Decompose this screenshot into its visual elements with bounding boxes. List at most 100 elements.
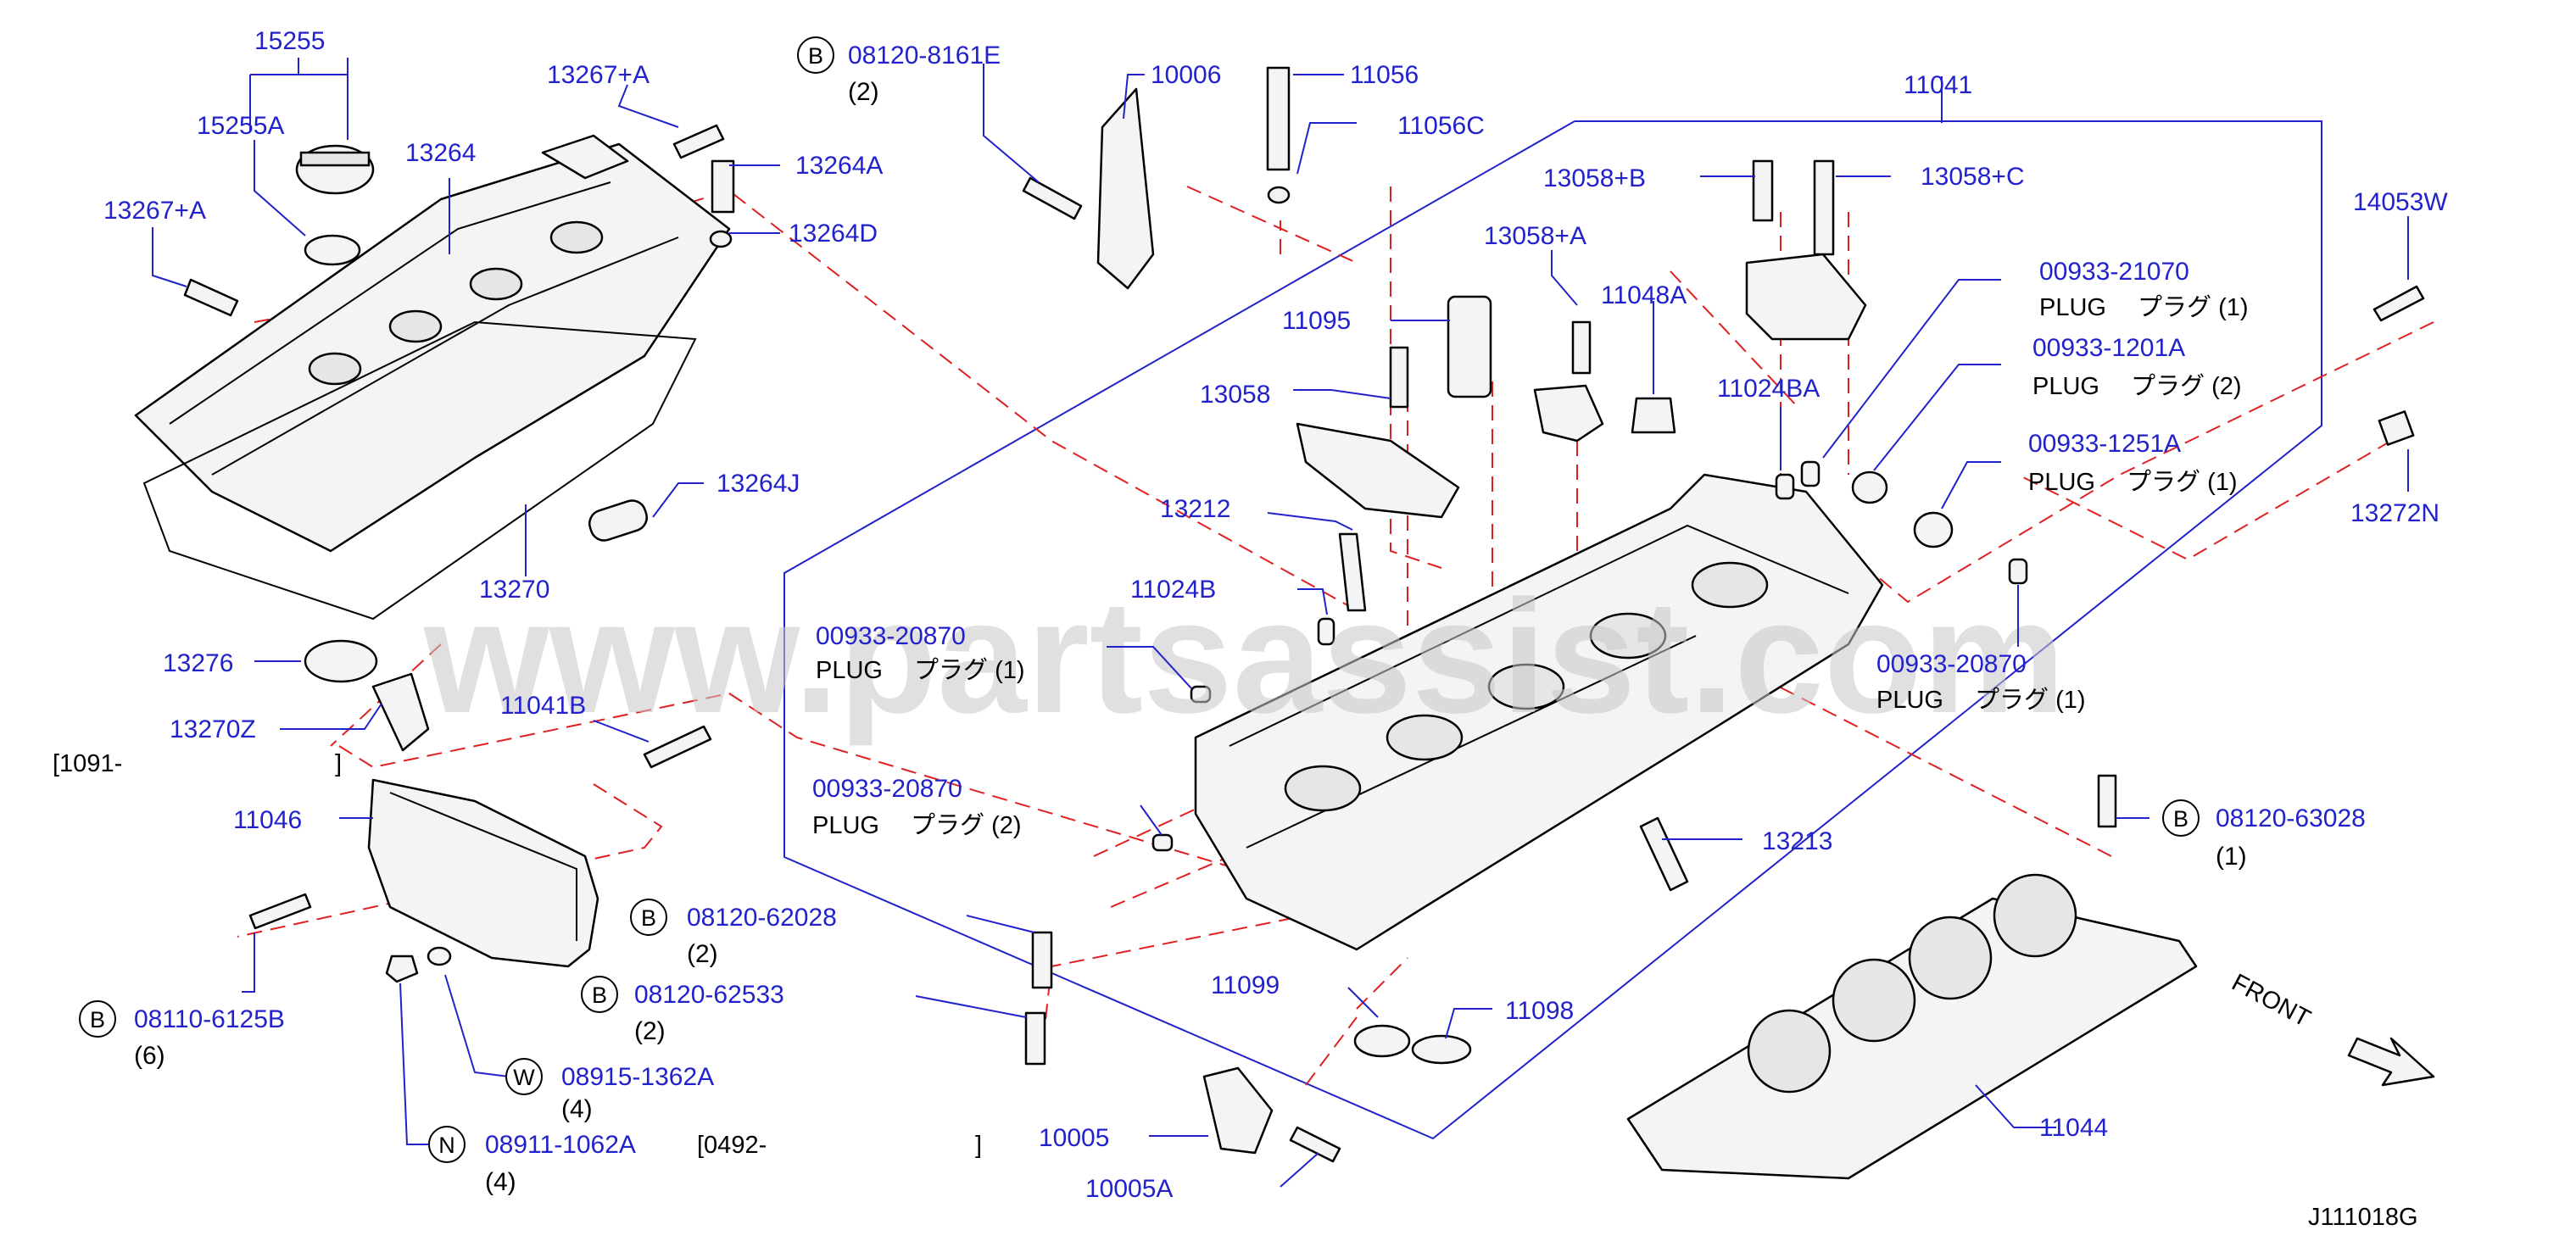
cap-seal-15255A[interactable] <box>304 234 361 266</box>
label-00933-20870-a[interactable]: 00933-20870 <box>816 622 966 650</box>
label-13276[interactable]: 13276 <box>163 649 233 677</box>
rocker-cover-13264[interactable] <box>134 134 731 553</box>
plug-00933-1251A[interactable] <box>1913 511 1954 548</box>
label-13270Z[interactable]: 13270Z <box>170 715 256 743</box>
bolt-08120-63028[interactable] <box>2097 774 2117 828</box>
label-13267A-left[interactable]: 13267+A <box>103 197 206 225</box>
label-13212[interactable]: 13212 <box>1160 495 1230 523</box>
cam-bracket-13058[interactable] <box>1296 422 1460 519</box>
label-08911-1062A[interactable]: 08911-1062A <box>485 1131 636 1159</box>
label-13213[interactable]: 13213 <box>1762 827 1832 855</box>
bracket-10005[interactable] <box>1202 1066 1274 1155</box>
stud-11041B[interactable] <box>643 725 712 769</box>
guide-13212[interactable] <box>1338 532 1367 612</box>
label-13058A[interactable]: 13058+A <box>1484 222 1586 250</box>
front-label: FRONT <box>2228 969 2315 1033</box>
label-11041B[interactable]: 11041B <box>500 692 586 720</box>
label-11056C[interactable]: 11056C <box>1397 112 1485 140</box>
label-13272N[interactable]: 13272N <box>2350 499 2439 527</box>
washer-11056C[interactable] <box>1267 186 1291 204</box>
plug-00933-20870-b[interactable] <box>1151 833 1174 852</box>
dowel-11024BA[interactable] <box>1775 473 1795 500</box>
label-11048A[interactable]: 11048A <box>1601 281 1687 309</box>
label-13264A[interactable]: 13264A <box>795 152 883 180</box>
pcv-tube-13267A-top[interactable] <box>672 124 725 159</box>
bolt-14053W[interactable] <box>2372 285 2425 322</box>
label-11024BA[interactable]: 11024BA <box>1717 375 1820 403</box>
rear-cover-11046[interactable] <box>367 778 599 968</box>
cam-bracket-13058A[interactable] <box>1533 384 1604 443</box>
label-11095[interactable]: 11095 <box>1282 307 1351 335</box>
label-00933-1201A[interactable]: 00933-1201A <box>2032 334 2185 362</box>
label-08120-63028[interactable]: 08120-63028 <box>2216 804 2366 832</box>
label-08120-62028[interactable]: 08120-62028 <box>687 904 837 932</box>
bolt-08120-8161E[interactable] <box>1022 176 1083 220</box>
seal-11048A[interactable] <box>1631 397 1676 434</box>
label-08120-8161E[interactable]: 08120-8161E <box>848 42 1001 70</box>
plug-00933-1201A[interactable] <box>1851 470 1888 504</box>
label-11046[interactable]: 11046 <box>233 806 302 834</box>
label-14053W[interactable]: 14053W <box>2353 188 2448 216</box>
label-13264D[interactable]: 13264D <box>789 220 878 248</box>
bolt-08120-62028[interactable] <box>1031 931 1053 989</box>
label-13270[interactable]: 13270 <box>479 576 549 604</box>
label-13267A-top[interactable]: 13267+A <box>547 61 650 89</box>
cover-bolt-13264A[interactable] <box>711 159 735 214</box>
label-10005[interactable]: 10005 <box>1039 1124 1109 1152</box>
label-15255[interactable]: 15255 <box>254 27 325 55</box>
bolt-08110-6125B[interactable] <box>248 893 312 930</box>
label-13058[interactable]: 13058 <box>1200 381 1270 409</box>
label-00933-1251A[interactable]: 00933-1251A <box>2028 430 2181 458</box>
label-08915-1362A[interactable]: 08915-1362A <box>561 1063 714 1091</box>
label-13058B[interactable]: 13058+B <box>1543 164 1646 192</box>
pcv-tube-13267A-left[interactable] <box>183 278 239 317</box>
sealant-tube-13270Z[interactable] <box>371 672 430 752</box>
nut-08911-1062A[interactable] <box>385 955 419 983</box>
label-11098[interactable]: 11098 <box>1505 997 1574 1025</box>
plug-00933-21070[interactable] <box>1800 460 1820 487</box>
plug-00933-20870-right[interactable] <box>2008 558 2028 585</box>
label-08110-6125B[interactable]: 08110-6125B <box>134 1005 285 1033</box>
label-13264J[interactable]: 13264J <box>716 470 800 498</box>
label-11024B[interactable]: 11024B <box>1130 576 1216 604</box>
bolt-13058B[interactable] <box>1752 159 1774 222</box>
seal-11098[interactable] <box>1411 1034 1472 1065</box>
label-11099[interactable]: 11099 <box>1211 971 1280 999</box>
guide-13213[interactable] <box>1639 816 1689 892</box>
bolt-10005A[interactable] <box>1289 1126 1341 1163</box>
label-13264[interactable]: 13264 <box>405 139 476 167</box>
diagram-code: J111018G <box>2308 1204 2418 1231</box>
label-08120-62533[interactable]: 08120-62533 <box>634 981 784 1009</box>
label-13058C[interactable]: 13058+C <box>1921 163 2025 191</box>
dowel-11024B[interactable] <box>1317 617 1335 646</box>
plate-13272N[interactable] <box>2378 410 2415 446</box>
cover-gasket-13270[interactable] <box>142 320 697 621</box>
label-00933-20870-c[interactable]: 00933-20870 <box>1876 650 2027 678</box>
plug-00933-20870-a[interactable] <box>1190 685 1212 704</box>
bolt-13058C[interactable] <box>1813 159 1835 256</box>
plug-00933-20870-b-desc: PLUG プラグ (2) <box>812 811 1022 839</box>
seal-11099[interactable] <box>1353 1024 1411 1058</box>
bolt-13058A[interactable] <box>1571 320 1592 375</box>
label-11056[interactable]: 11056 <box>1350 61 1419 89</box>
spark-seal-13264J[interactable] <box>586 497 650 543</box>
head-gasket-11044[interactable] <box>1626 873 2198 1180</box>
bolt-11056[interactable] <box>1266 66 1291 171</box>
oil-filler-cap-15255[interactable] <box>295 144 375 195</box>
date-1091: [1091- <box>53 750 122 777</box>
label-15255A[interactable]: 15255A <box>197 112 284 140</box>
label-00933-21070[interactable]: 00933-21070 <box>2039 258 2189 286</box>
label-10005A[interactable]: 10005A <box>1085 1175 1173 1203</box>
cylinder-head-11041[interactable] <box>1194 473 1884 951</box>
lifter-11095[interactable] <box>1447 295 1492 398</box>
label-00933-20870-b[interactable]: 00933-20870 <box>812 775 962 803</box>
label-10006[interactable]: 10006 <box>1151 61 1221 89</box>
washer-08915-1362A[interactable] <box>427 946 452 966</box>
label-11044[interactable]: 11044 <box>2039 1114 2108 1142</box>
washer-13264D[interactable] <box>709 230 733 248</box>
bolt-13058[interactable] <box>1389 346 1409 409</box>
bracket-10006[interactable] <box>1096 87 1155 290</box>
oil-seal-13276[interactable] <box>304 639 378 683</box>
bolt-08120-62533[interactable] <box>1024 1011 1046 1066</box>
label-11041[interactable]: 11041 <box>1904 71 1972 99</box>
